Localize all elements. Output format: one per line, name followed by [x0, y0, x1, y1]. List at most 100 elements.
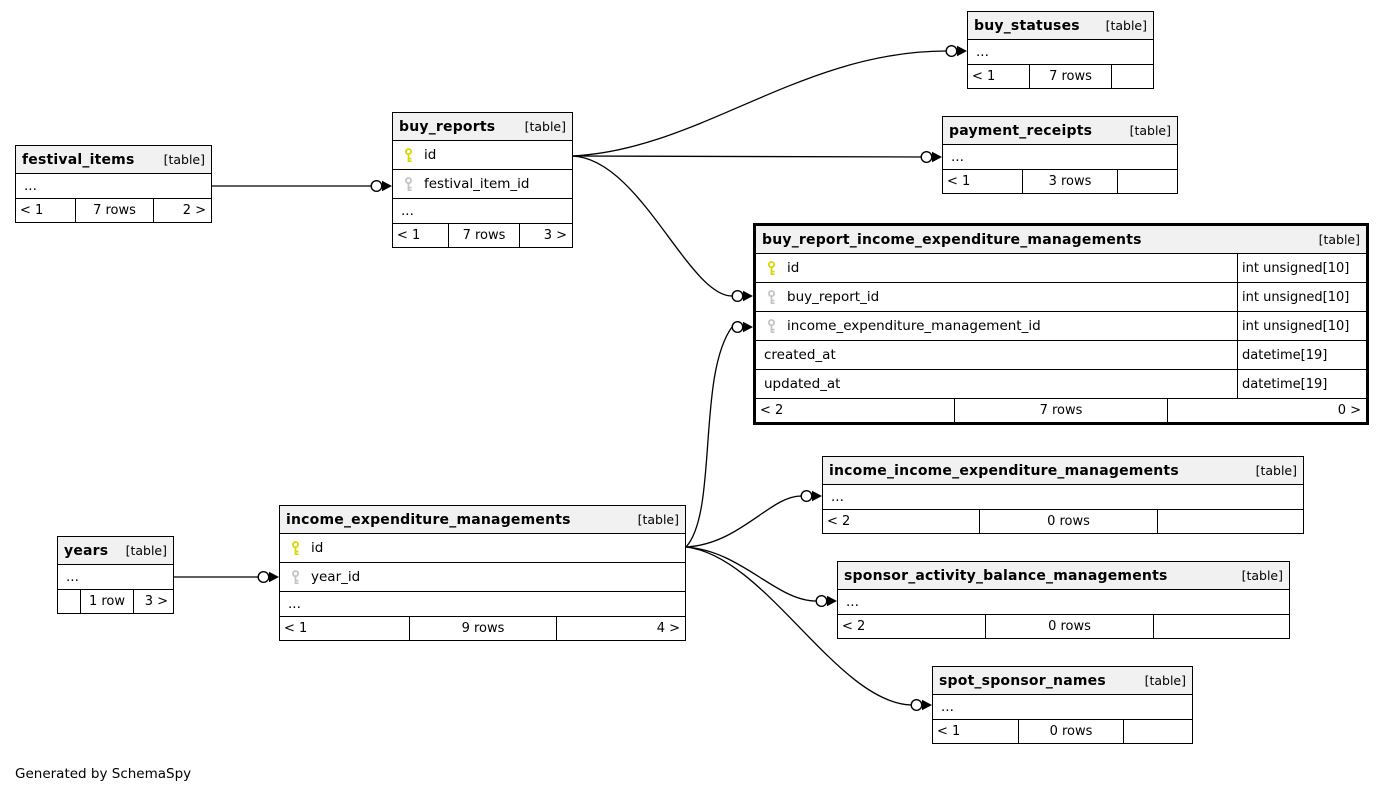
- edge-arrowhead: [382, 180, 392, 192]
- table-payment_receipts: payment_receipts [table]... < 1 3 rows: [942, 116, 1178, 194]
- table-tag: [table]: [1318, 232, 1360, 247]
- footer-parents-count: < 1: [947, 174, 971, 189]
- edge-zero-circle: [731, 321, 744, 334]
- foreign-key-icon: [404, 176, 412, 191]
- column-cell: ...: [16, 174, 211, 198]
- table-name: sponsor_activity_balance_managements: [844, 567, 1168, 584]
- footer-parents-count: < 1: [284, 621, 308, 636]
- key-icon-slot: [288, 569, 302, 585]
- footer-parents-count: < 1: [397, 228, 421, 243]
- column-cell: ...: [968, 40, 1153, 64]
- footer-rows-count: 3 rows: [1022, 170, 1118, 193]
- column-cell: ...: [943, 145, 1177, 169]
- column-cell: ...: [280, 592, 685, 616]
- footer-parents-count: < 1: [972, 69, 996, 84]
- column-name: year_id: [311, 569, 361, 585]
- footer-parents-count: < 2: [827, 514, 851, 529]
- column-row-more: ...: [393, 199, 572, 224]
- column-row-more: ...: [823, 485, 1303, 510]
- table-header-payment_receipts[interactable]: payment_receipts [table]: [943, 117, 1177, 145]
- edge-arrowhead: [743, 290, 753, 302]
- relationship-edge-buy_reports-to-buy_report_income_expenditure_managements: [571, 155, 753, 303]
- table-name: payment_receipts: [949, 122, 1093, 139]
- column-name: ...: [831, 489, 844, 505]
- relationship-edge-festival_items-to-buy_reports: [212, 179, 392, 192]
- column-name: ...: [24, 178, 37, 194]
- footer-rows-count: 7 rows: [448, 224, 520, 247]
- column-row-more: ...: [58, 565, 173, 590]
- column-cell: updated_at: [756, 370, 1237, 398]
- column-row-more: ...: [838, 590, 1289, 615]
- footer-children-count: [1112, 65, 1153, 88]
- column-row-festival_item_id: festival_item_id: [393, 170, 572, 199]
- edge-zero-circle: [257, 571, 270, 584]
- table-tag: [table]: [1129, 123, 1171, 138]
- table-name: buy_statuses: [974, 17, 1080, 34]
- edge-zero-circle: [800, 490, 813, 503]
- column-cell: ...: [823, 485, 1303, 509]
- column-row-more: ...: [16, 174, 211, 199]
- edge-zero-circle: [815, 595, 828, 608]
- key-icon-slot: [288, 540, 302, 556]
- primary-key-icon: [767, 260, 775, 275]
- table-sponsor_activity_balance_managements: sponsor_activity_balance_managements[tab…: [837, 561, 1290, 639]
- column-cell: id: [393, 141, 572, 169]
- column-name: ...: [951, 149, 964, 165]
- column-row-more: ...: [280, 592, 685, 617]
- footer-rows-count: 1 row: [80, 590, 134, 613]
- table-header-festival_items[interactable]: festival_items[table]: [16, 146, 211, 174]
- table-header-buy_report_income_expenditure_managements[interactable]: buy_report_income_expenditure_management…: [756, 226, 1366, 254]
- table-footer: < 1 3 rows: [943, 170, 1177, 193]
- edge-arrowhead: [957, 45, 967, 57]
- footer-children-count: 4 >: [656, 621, 680, 636]
- column-cell: ...: [838, 590, 1289, 614]
- table-header-income_income_expenditure_managements[interactable]: income_income_expenditure_managements [ta…: [823, 457, 1303, 485]
- table-header-buy_reports[interactable]: buy_reports[table]: [393, 113, 572, 141]
- edge-arrowhead: [269, 571, 279, 583]
- edge-zero-circle: [370, 179, 383, 192]
- table-header-buy_statuses[interactable]: buy_statuses[table]: [968, 12, 1153, 40]
- table-tag: [table]: [1144, 673, 1186, 688]
- table-tag: [table]: [1255, 463, 1297, 478]
- table-header-years[interactable]: years[table]: [58, 537, 173, 565]
- edge-line: [571, 50, 947, 157]
- key-icon-slot: [401, 147, 415, 163]
- table-tag: [table]: [637, 512, 679, 527]
- edge-line: [685, 326, 733, 548]
- footer-children-count: [1154, 615, 1289, 638]
- footer-rows-count: 0 rows: [985, 615, 1154, 638]
- table-name: income_income_expenditure_managements: [829, 462, 1179, 479]
- footer-children-count: 0 >: [1337, 403, 1361, 418]
- edge-line: [685, 495, 802, 548]
- column-type: datetime[19]: [1237, 341, 1366, 369]
- table-header-spot_sponsor_names[interactable]: spot_sponsor_names [table]: [933, 667, 1192, 695]
- edge-zero-circle: [731, 290, 744, 303]
- table-name: spot_sponsor_names: [939, 672, 1106, 689]
- footer-parents-count: < 2: [842, 619, 866, 634]
- column-type: int unsigned[10]: [1237, 254, 1366, 282]
- table-tag: [table]: [524, 119, 566, 134]
- edge-zero-circle: [920, 150, 933, 163]
- column-name: ...: [401, 203, 414, 219]
- column-cell: ...: [393, 199, 572, 223]
- column-cell: buy_report_id: [756, 283, 1237, 311]
- table-header-sponsor_activity_balance_managements[interactable]: sponsor_activity_balance_managements[tab…: [838, 562, 1289, 590]
- column-name: ...: [846, 594, 859, 610]
- column-type: datetime[19]: [1237, 370, 1366, 398]
- relationship-edge-income_expenditure_managements-to-sponsor_activity_balance_managements: [685, 546, 837, 608]
- footer-parents-count: < 1: [20, 203, 44, 218]
- edge-line: [571, 155, 922, 158]
- table-name: buy_report_income_expenditure_management…: [762, 231, 1142, 248]
- footer-parents-count: < 2: [760, 403, 784, 418]
- table-header-income_expenditure_managements[interactable]: income_expenditure_managements[table]: [280, 506, 685, 534]
- generator-credit: Generated by SchemaSpy: [15, 766, 192, 782]
- foreign-key-icon: [291, 569, 299, 584]
- column-cell: id: [280, 534, 685, 562]
